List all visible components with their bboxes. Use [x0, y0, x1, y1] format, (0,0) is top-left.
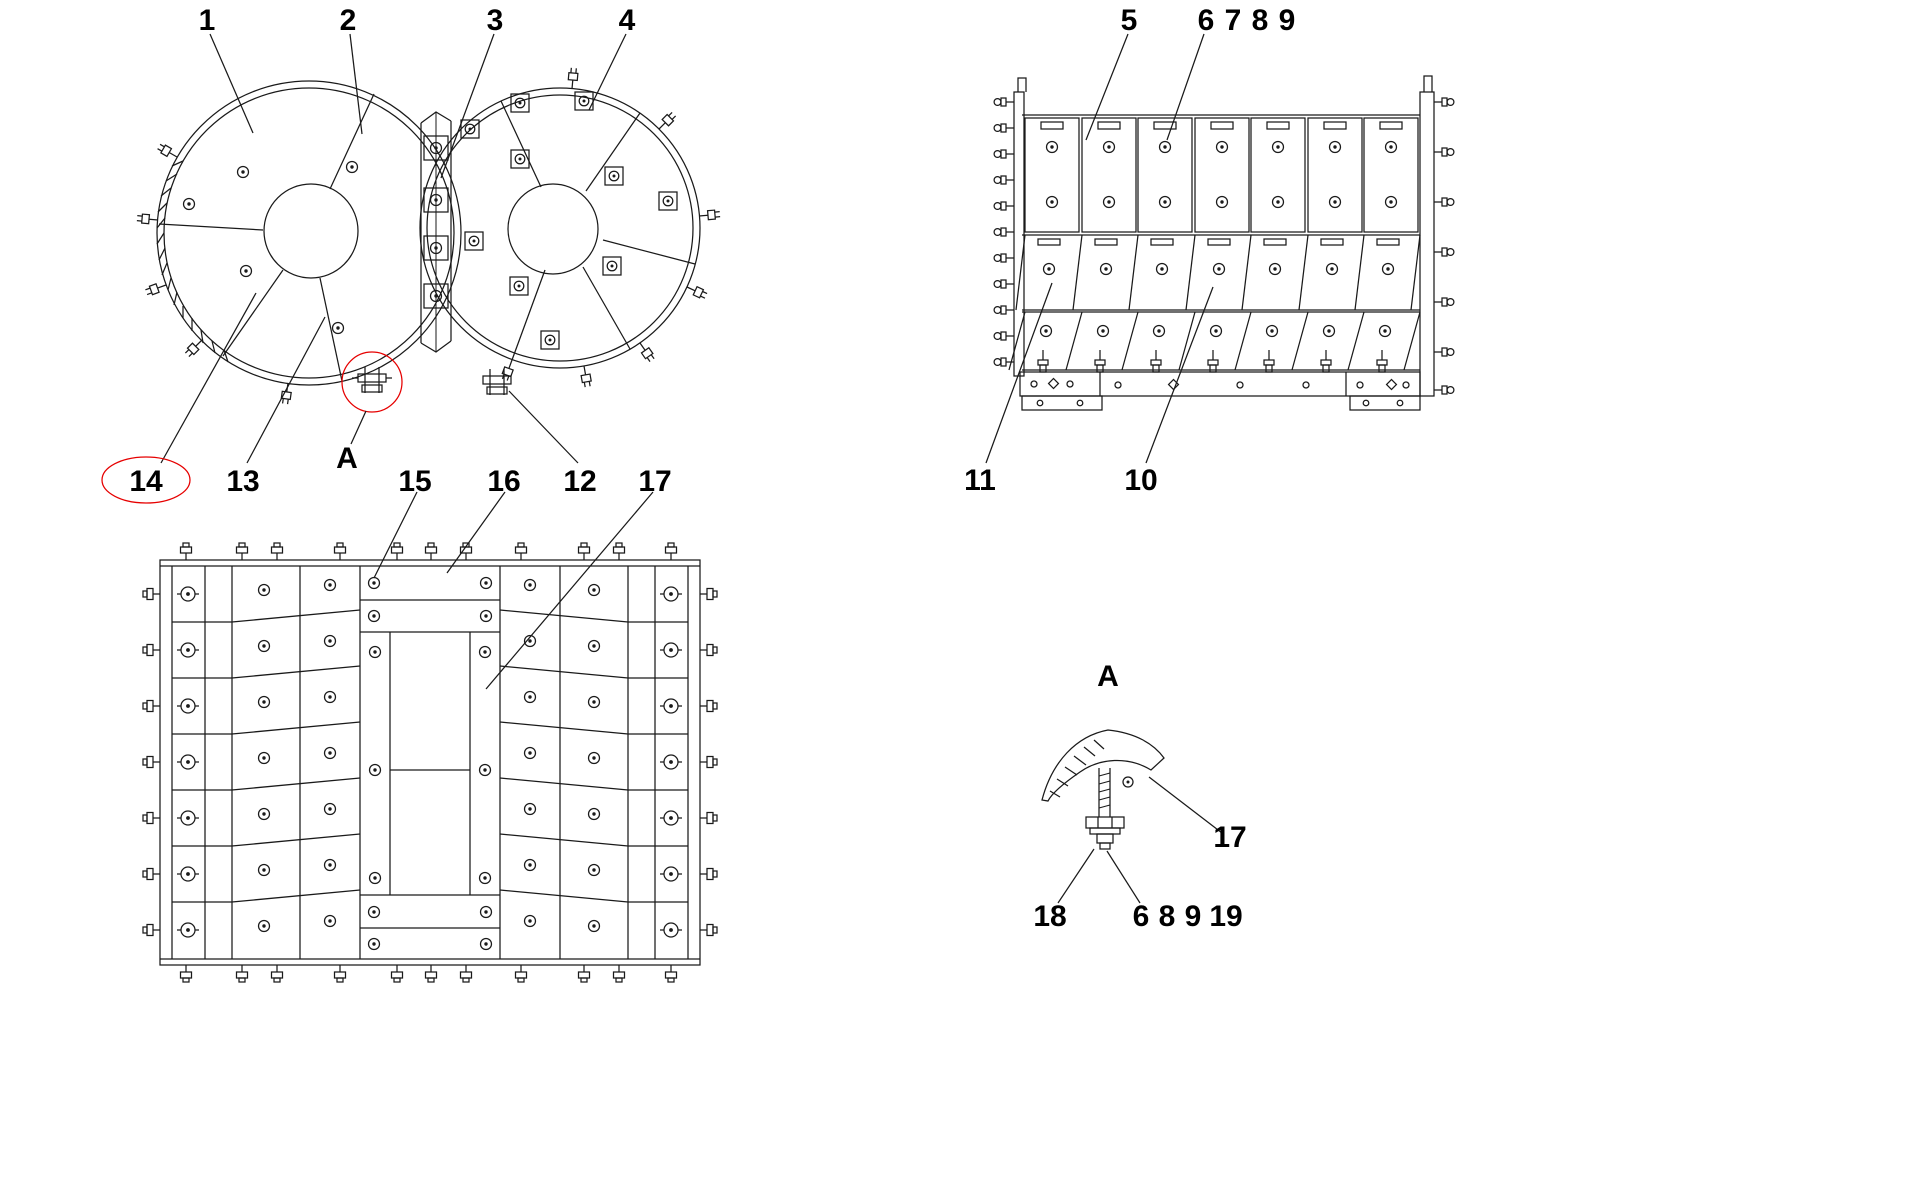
middle-row-plates	[1015, 234, 1421, 311]
callout-8: 8	[1252, 4, 1269, 37]
right-flange	[1419, 91, 1435, 397]
blade-section	[1041, 729, 1165, 802]
callout-7: 7	[1225, 4, 1242, 37]
right-bolt-column	[659, 586, 683, 938]
view-plan-trough	[142, 542, 718, 983]
bottom-strip	[1019, 371, 1421, 411]
callout-13: 13	[226, 465, 259, 498]
right-drum-outline	[419, 87, 701, 369]
center-strip	[420, 111, 452, 353]
callout-3: 3	[487, 4, 504, 37]
fastener-stack	[1085, 768, 1125, 850]
blade-screw	[1122, 776, 1134, 788]
leader-lines	[160, 33, 1223, 904]
left-edge-row-lines	[172, 621, 232, 903]
left-drum-segment-lines	[158, 93, 375, 382]
bottom-clamp-right	[482, 369, 512, 395]
left-bolt-column	[176, 586, 200, 938]
callout-4: 4	[619, 4, 636, 37]
callout-12: 12	[563, 465, 596, 498]
callout-17: 17	[638, 465, 671, 498]
highlight-ellipse-14	[101, 456, 191, 504]
callout-detail-6: 6	[1133, 900, 1150, 933]
right-louver-row-lines	[499, 609, 629, 903]
callout-detail-17: 17	[1213, 821, 1246, 854]
left-rim-hatching	[156, 160, 229, 363]
callout-detail-8: 8	[1159, 900, 1176, 933]
callout-6: 6	[1198, 4, 1215, 37]
callout-detail-9: 9	[1185, 900, 1202, 933]
callout-detail-marker-a: A	[336, 442, 358, 475]
callout-16: 16	[487, 465, 520, 498]
blade-hatching	[1049, 739, 1105, 798]
left-flange-bolts	[993, 97, 1015, 367]
bottom-clamp-left	[352, 367, 392, 393]
callout-2: 2	[340, 4, 357, 37]
right-drum-segment-lines	[500, 100, 696, 361]
callout-detail-18: 18	[1033, 900, 1066, 933]
bottom-edge-studs	[179, 964, 678, 983]
hammer-bolts-row	[1037, 349, 1388, 373]
detail-a-title: A	[1097, 660, 1119, 693]
view-end-housing	[136, 67, 721, 413]
callout-11: 11	[964, 464, 996, 497]
right-edge-row-lines	[628, 621, 688, 903]
right-edge-studs	[699, 587, 718, 937]
detail-a-marker-circle	[341, 351, 403, 413]
callout-10: 10	[1124, 464, 1157, 497]
left-flange	[1013, 91, 1025, 377]
top-row-plates	[1024, 117, 1419, 233]
view-detail-a	[1041, 729, 1165, 850]
left-louver-row-lines	[231, 609, 361, 903]
left-plate-screws	[257, 578, 337, 933]
left-edge-studs	[142, 587, 161, 937]
right-shaft-hole	[507, 183, 599, 275]
callout-15: 15	[398, 465, 431, 498]
callout-5: 5	[1121, 4, 1138, 37]
right-drum-wear-plates	[460, 91, 678, 350]
left-drum-outline	[156, 80, 462, 386]
callout-1: 1	[199, 4, 216, 37]
bottom-row-louver-plates	[1008, 311, 1421, 371]
left-shaft-hole	[263, 183, 359, 279]
right-flange-bolts	[1433, 97, 1455, 395]
view-side-elevation	[993, 75, 1455, 411]
callout-labels: 1 2 3 4 14 13 A 15 16 12 17 5 6 7 8 9 11…	[129, 4, 1295, 933]
callout-14-highlighted: 14	[129, 465, 163, 498]
right-plate-screws	[523, 578, 601, 933]
callout-9: 9	[1279, 4, 1296, 37]
center-rails	[360, 576, 500, 951]
callout-detail-19: 19	[1209, 900, 1242, 933]
